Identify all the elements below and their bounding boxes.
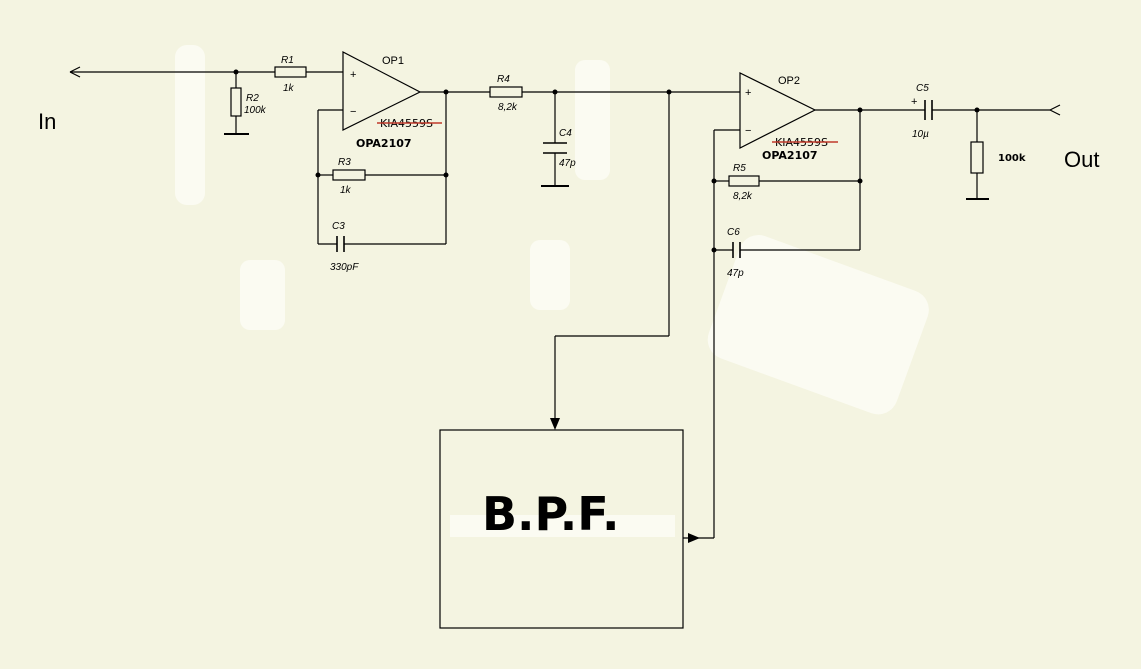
bpf-smudge xyxy=(450,515,675,537)
r2-ref: R2 xyxy=(246,93,259,104)
op1-part: OPA2107 xyxy=(356,137,412,150)
opamp-op2-icon xyxy=(739,72,817,149)
arrow-right-icon xyxy=(688,533,700,543)
junction-dots xyxy=(233,69,980,253)
op2-part: OPA2107 xyxy=(762,149,818,162)
r1-value: 1k xyxy=(283,83,295,94)
r2-value: 100k xyxy=(244,105,267,116)
op2-name: OP2 xyxy=(778,75,800,87)
op1-plus: + xyxy=(350,69,356,81)
input-label: In xyxy=(38,109,56,134)
c5-ref: C5 xyxy=(916,83,929,94)
capacitor-c3-icon xyxy=(336,236,345,252)
r4-value: 8,2k xyxy=(498,102,518,113)
c5-value: 10µ xyxy=(912,129,929,140)
c4-value: 47p xyxy=(559,158,576,169)
opamp-op1-icon xyxy=(342,51,422,131)
resistor-r4-icon xyxy=(489,86,523,98)
c5-plus: + xyxy=(911,96,917,108)
resistor-r3-icon xyxy=(332,169,366,181)
input-terminal-icon xyxy=(69,66,81,78)
c6-ref: C6 xyxy=(727,227,740,238)
resistor-r1-icon xyxy=(274,66,307,78)
capacitor-c4-icon xyxy=(543,142,567,154)
op2-minus: − xyxy=(745,125,751,137)
load-value: 100k xyxy=(998,153,1026,164)
bpf-label: B.P.F. xyxy=(482,487,619,541)
c6-value: 47p xyxy=(727,268,744,279)
op1-name: OP1 xyxy=(382,55,404,67)
arrow-down-icon xyxy=(550,418,560,430)
c4-ref: C4 xyxy=(559,128,572,139)
output-label: Out xyxy=(1064,147,1099,172)
r3-value: 1k xyxy=(340,185,352,196)
r1-ref: R1 xyxy=(281,55,294,66)
op1-minus: − xyxy=(350,106,356,118)
c3-ref: C3 xyxy=(332,221,345,232)
resistor-r5-icon xyxy=(728,175,760,187)
output-terminal-icon xyxy=(1049,104,1061,116)
resistor-load-icon xyxy=(970,141,984,174)
wires xyxy=(70,71,1050,539)
r5-ref: R5 xyxy=(733,163,746,174)
capacitor-c5-icon xyxy=(924,100,933,120)
capacitor-c6-icon xyxy=(732,242,741,258)
r4-ref: R4 xyxy=(497,74,510,85)
c3-value: 330pF xyxy=(330,262,359,273)
r5-value: 8,2k xyxy=(733,191,753,202)
r3-ref: R3 xyxy=(338,157,351,168)
resistor-r2-icon xyxy=(230,87,242,117)
op2-plus: + xyxy=(745,87,751,99)
